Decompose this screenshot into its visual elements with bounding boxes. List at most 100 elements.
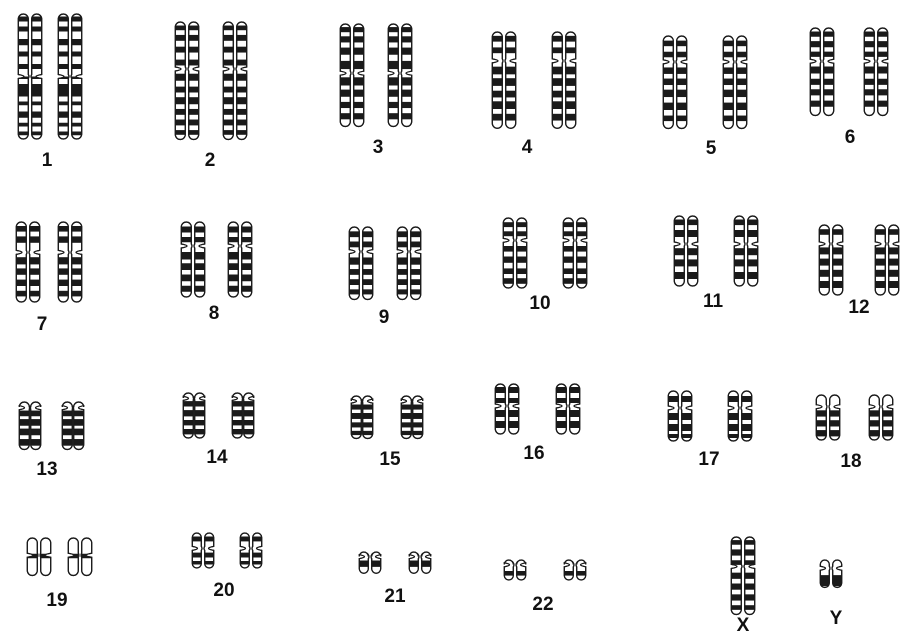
chromosome-band — [29, 280, 41, 286]
pair-label-8: 8 — [209, 303, 220, 324]
chromatid-bands — [358, 561, 369, 567]
chromosome-band — [401, 90, 413, 97]
chromosome-band — [562, 231, 574, 236]
chromosome-band — [747, 230, 759, 237]
chromosome-band — [362, 289, 374, 294]
chromosome-band — [17, 39, 29, 45]
chromosome-band — [494, 398, 506, 403]
chromosome-band — [339, 102, 351, 108]
pair-label-22: 22 — [532, 594, 553, 615]
chromosome-band — [362, 269, 374, 275]
chromosome-band — [491, 78, 503, 86]
chromosome-band — [722, 79, 734, 85]
chromosome-band — [676, 90, 688, 97]
chromosome-band — [222, 130, 234, 135]
chromosome-band — [353, 90, 365, 97]
chromosome-band — [736, 67, 748, 73]
chromosome-band — [339, 48, 351, 55]
chromosome-band — [241, 263, 253, 270]
chromatid — [563, 218, 574, 288]
chromosome-band — [888, 229, 900, 235]
chromosome-band — [15, 226, 27, 232]
chromosome-band — [188, 120, 200, 126]
chromosome-band — [31, 52, 43, 57]
chromosome-band — [681, 396, 693, 402]
chromosome-band — [823, 67, 835, 74]
chromosome-band — [353, 27, 365, 32]
chromosome-band — [358, 561, 369, 567]
chromosome-band — [882, 420, 894, 426]
chromosome-band — [61, 429, 73, 436]
chromosome-band — [239, 561, 250, 565]
chromosome-band — [339, 90, 351, 97]
chromosome-band — [815, 410, 827, 416]
chromosome-band — [204, 561, 215, 565]
chromosome-band — [222, 109, 234, 115]
chromosome-band — [31, 39, 43, 45]
chromosome-band — [736, 52, 748, 58]
chromosome-band — [494, 387, 506, 393]
chromosome-band — [236, 97, 248, 104]
chromosome-band — [818, 281, 830, 288]
chromosome-band — [30, 439, 42, 446]
chromosome-band — [222, 97, 234, 104]
chromosome-band — [17, 123, 29, 127]
chromosome-band — [174, 47, 186, 53]
chromosome-band — [71, 226, 83, 232]
chromosome-band — [18, 439, 30, 446]
chromosome-band — [818, 247, 830, 254]
chromosome-band — [569, 410, 581, 417]
chromosome-band — [662, 41, 674, 47]
chromosome-band — [823, 32, 835, 37]
pair-label-16: 16 — [523, 443, 544, 464]
chromosome-band — [868, 430, 880, 436]
chromatid-bands — [491, 36, 503, 121]
chromosome-band — [353, 36, 365, 42]
chromosome-band — [231, 429, 243, 434]
chromosome-band — [662, 79, 674, 85]
chromosome-band — [809, 89, 821, 95]
chromosome-band — [516, 257, 528, 263]
chromosome-band — [353, 48, 365, 55]
chromosome-band — [194, 275, 206, 282]
chromosome-band — [15, 268, 27, 274]
chromosome-band — [339, 36, 351, 42]
chromosome-band — [687, 220, 699, 226]
chromosome-band — [676, 41, 688, 47]
chromosome-band — [733, 220, 745, 226]
pair-label-5: 5 — [706, 138, 717, 159]
chromosome-band — [809, 79, 821, 85]
chromosome-band — [863, 101, 875, 107]
chromosome-band — [491, 91, 503, 98]
chromosome-band — [222, 60, 234, 66]
chromosome-band — [348, 257, 360, 264]
pair-label-1: 1 — [42, 150, 53, 171]
chromosome-band — [29, 291, 41, 297]
chromatid-bands — [882, 410, 894, 436]
chromosome-band — [741, 424, 753, 431]
chromosome-band — [823, 89, 835, 95]
chromosome-band — [191, 537, 202, 542]
chromosome-band — [400, 422, 412, 427]
chromatid-bands — [516, 571, 527, 576]
chromosome-band — [888, 247, 900, 254]
chromosome-band — [730, 605, 742, 610]
chromosome-band — [353, 61, 365, 69]
chromatid-bands — [408, 561, 419, 567]
chromosome-band — [371, 561, 382, 567]
chromosome-band — [241, 227, 253, 233]
chromosome-band — [348, 269, 360, 275]
chromosome-band — [174, 109, 186, 115]
chromosome-band — [194, 429, 206, 434]
chromosome-band — [15, 236, 27, 242]
chromosome-band — [562, 222, 574, 227]
chromosome-band — [662, 67, 674, 73]
chromosome-band — [815, 420, 827, 426]
chromosome-band — [741, 396, 753, 402]
chromosome-band — [412, 413, 424, 419]
chromosome-band — [400, 431, 412, 435]
chromosome-band — [387, 113, 399, 119]
chromosome-band — [505, 101, 517, 109]
chromatid-bands — [730, 540, 742, 610]
